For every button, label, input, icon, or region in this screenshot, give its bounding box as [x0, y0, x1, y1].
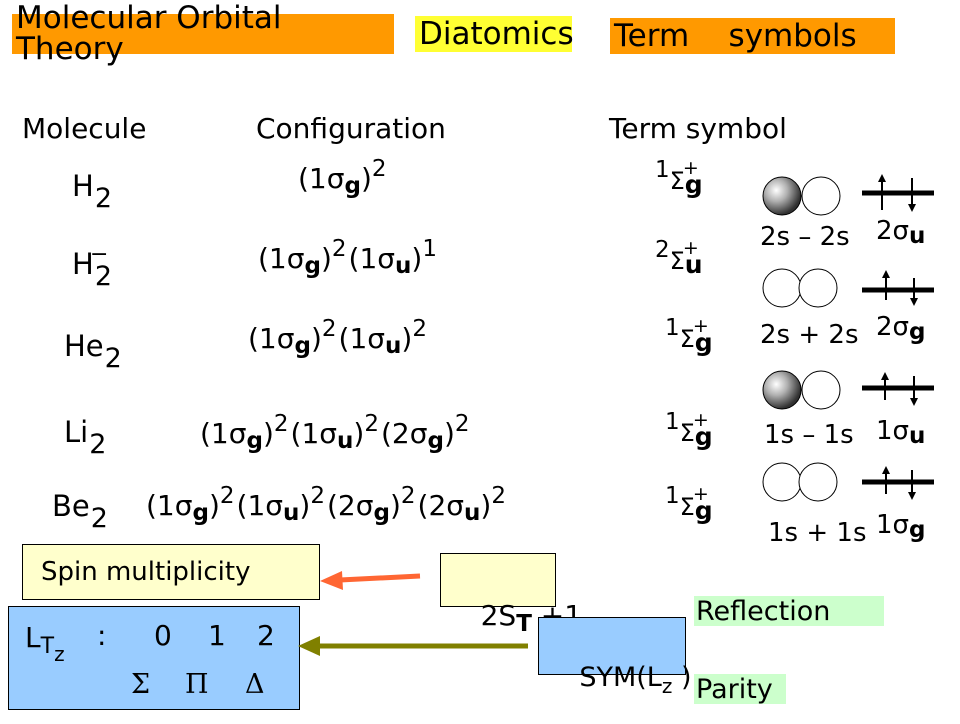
orbital-combo-label: 2s + 2s	[760, 320, 859, 350]
term-symbol-be2: 1Σ+g	[665, 483, 713, 525]
term-symbol-h2-anion: 2Σ+u	[655, 237, 703, 279]
orbital-label-2sigma-u: 2σu	[876, 216, 926, 249]
configuration-h2-anion: (1σg)2(1σu)1	[258, 236, 437, 279]
spin-multiplicity-box: Spin multiplicity	[22, 544, 320, 600]
column-header-configuration: Configuration	[256, 112, 446, 145]
spin-multiplicity-label: Spin multiplicity	[41, 557, 251, 587]
orbital-lobe-open	[798, 268, 838, 308]
reflection-badge: Reflection	[694, 596, 884, 627]
sym-arrow	[298, 636, 528, 656]
configuration-li2: (1σg)2(1σu)2(2σg)2	[200, 411, 470, 454]
molecule-he2: He2	[64, 329, 122, 374]
configuration-h2: (1σg)2	[298, 156, 387, 199]
orbital-combo-label: 2s – 2s	[760, 222, 850, 252]
spin-formula-box: 2ST +1	[440, 553, 582, 637]
spin-arrow	[320, 571, 421, 590]
lz-value-0: 0	[154, 619, 172, 652]
topic-bar: Diatomics	[415, 15, 574, 52]
orbital-label-2sigma-g: 2σg	[876, 312, 926, 345]
energy-level-1sigma-u	[862, 372, 934, 406]
lz-value-1: 1	[208, 619, 226, 652]
lz-value-2: 2	[257, 619, 275, 652]
term-symbols-bar: Term symbols	[610, 18, 895, 54]
energy-level-2sigma-g	[862, 270, 934, 306]
lz-symbol-delta: Δ	[245, 669, 265, 700]
page-title: Molecular Orbital Theory	[16, 0, 282, 67]
molecule-h2: H2	[72, 169, 112, 214]
energy-level-1sigma-g	[862, 466, 934, 500]
orbital-combo-label: 1s + 1s	[768, 518, 867, 548]
term-symbols-title: Term symbols	[614, 17, 857, 54]
term-symbol-he2: 1Σ+g	[665, 315, 713, 357]
configuration-he2: (1σg)2(1σu)2	[248, 316, 427, 359]
molecule-h2-anion: H2−	[72, 242, 112, 292]
column-header-term-symbol: Term symbol	[609, 112, 787, 145]
term-symbol-li2: 1Σ+g	[665, 409, 713, 451]
lz-symbol-pi: Π	[185, 669, 209, 700]
parity-label: Parity	[696, 674, 773, 705]
molecule-li2: Li2	[64, 415, 107, 460]
topic-title: Diatomics	[419, 15, 574, 52]
parity-badge: Parity	[694, 674, 786, 705]
lz-symbol-sigma: Σ	[131, 669, 151, 700]
orbital-diagrams	[762, 174, 934, 502]
lz-label: LTz	[25, 621, 65, 666]
orbital-label-1sigma-g: 1σg	[876, 510, 926, 543]
sym-lz-label: SYM(Lz )	[579, 662, 692, 698]
lz-values-box: LTz : 0 1 2 Σ Π Δ	[8, 606, 300, 710]
molecule-be2: Be2	[52, 489, 108, 534]
title-bar: Molecular Orbital Theory	[12, 3, 394, 65]
column-header-molecule: Molecule	[22, 112, 147, 145]
term-symbol-h2: 1Σ+g	[655, 157, 703, 199]
orbital-lobe-open	[801, 176, 841, 216]
sym-lz-box: SYM(Lz )	[538, 617, 691, 698]
orbital-lobe-open	[801, 370, 841, 410]
orbital-lobe-shaded	[762, 176, 802, 216]
reflection-label: Reflection	[696, 596, 831, 627]
lz-colon: :	[97, 619, 107, 652]
charge-minus: −	[90, 242, 109, 267]
configuration-be2: (1σg)2(1σu)2(2σg)2(2σu)2	[146, 483, 506, 526]
orbital-lobe-open	[798, 462, 838, 502]
energy-level-2sigma-u	[862, 174, 934, 212]
orbital-label-1sigma-u: 1σu	[876, 416, 926, 449]
orbital-lobe-shaded	[762, 370, 802, 410]
orbital-combo-label: 1s – 1s	[764, 420, 854, 450]
